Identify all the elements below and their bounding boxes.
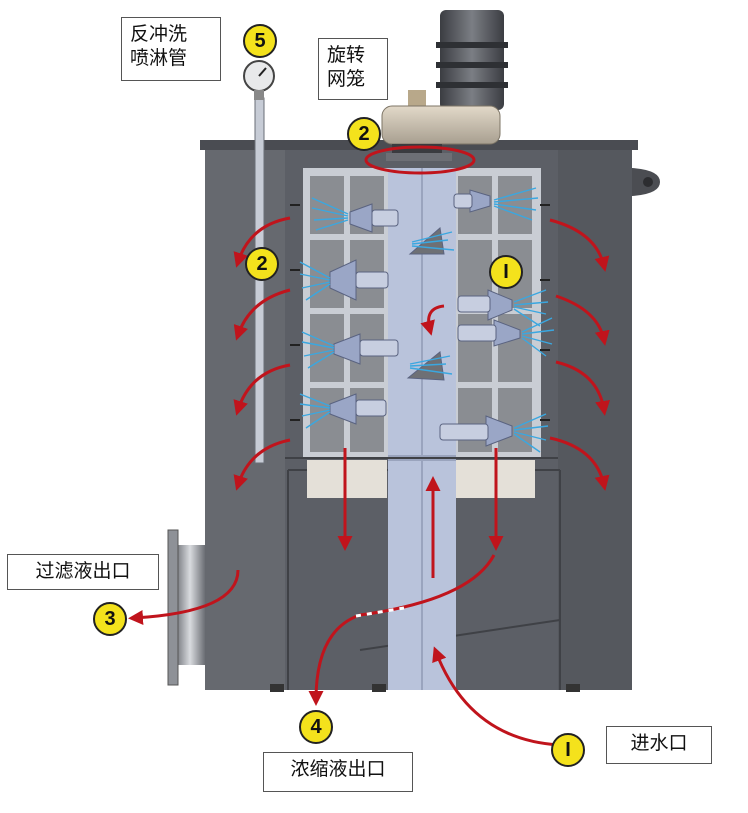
marker-left-spray: 2: [245, 247, 279, 281]
rotating-cage-label: 旋转 网笼: [318, 38, 388, 100]
marker-top-seal: 2: [347, 117, 381, 151]
spray-jets: [299, 187, 555, 453]
motor: [440, 10, 504, 110]
filtrate-outlet-label: 过滤液出口: [7, 554, 159, 590]
nozzles: [329, 189, 521, 447]
inlet-label: 进水口: [606, 726, 712, 764]
marker-gauge: 5: [243, 24, 277, 58]
filtrate-pipe: [175, 545, 205, 665]
marker-inner-inlet: I: [489, 255, 523, 289]
concentrate-outlet-label: 浓缩液出口: [263, 752, 413, 792]
marker-concentrate: 4: [299, 710, 333, 744]
marker-filtrate: 3: [93, 602, 127, 636]
marker-inlet: I: [551, 733, 585, 767]
backwash-spray-label: 反冲洗 喷淋管: [121, 17, 221, 81]
gearbox: [381, 105, 501, 145]
top-seal-highlight: [364, 145, 476, 175]
